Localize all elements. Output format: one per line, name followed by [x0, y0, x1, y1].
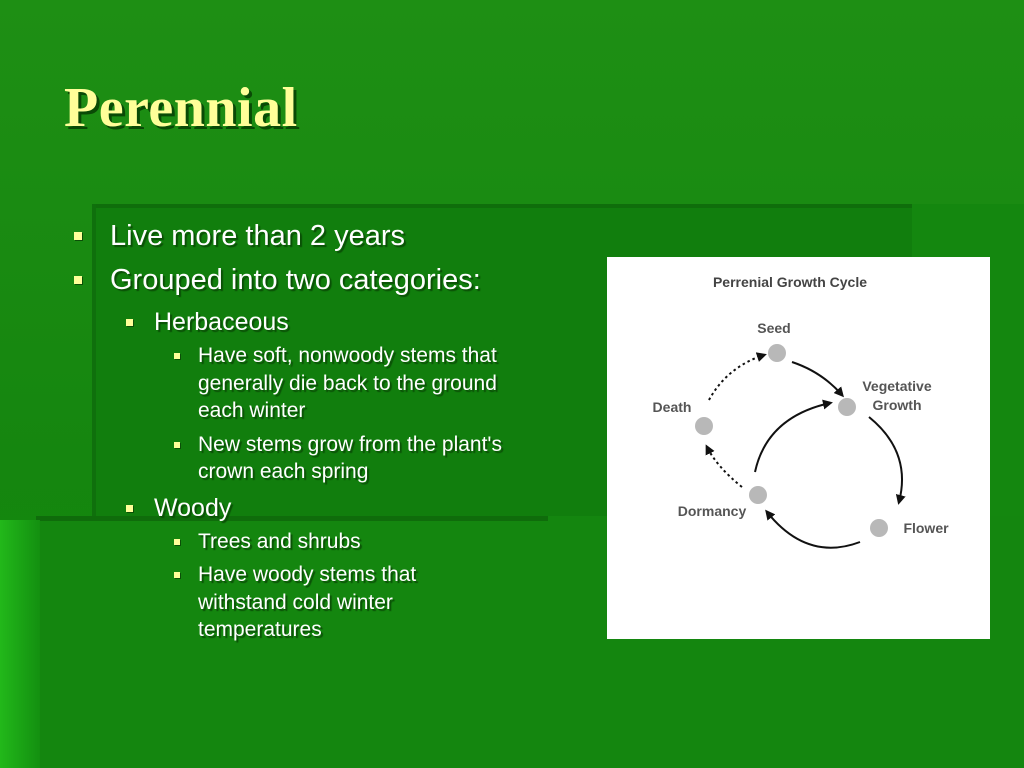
- square-bullet-icon: [74, 276, 82, 284]
- bullet-text: Grouped into two categories:: [110, 264, 481, 296]
- background-panel-edge: [36, 516, 548, 521]
- bullet-text: Have woody stems that withstand cold win…: [198, 563, 417, 641]
- background-panel-edge: [92, 204, 96, 768]
- arrow-dormancy-to-growth: [754, 399, 833, 473]
- bullet-text: Have soft, nonwoody stems that generally…: [198, 344, 497, 422]
- sub-sub-bullet-item: Trees and shrubs: [70, 528, 590, 556]
- sub-sub-bullet-item: Have soft, nonwoody stems that generally…: [70, 342, 590, 425]
- death-label: Death: [653, 399, 692, 415]
- bullet-text: Woody: [154, 493, 232, 522]
- vegetative-growth-node: [838, 398, 856, 416]
- square-bullet-icon: [174, 572, 180, 578]
- dormancy-label: Dormancy: [678, 503, 747, 519]
- square-bullet-icon: [126, 504, 133, 512]
- bullet-text: New stems grow from the plant's crown ea…: [198, 432, 502, 484]
- bullet-text: Trees and shrubs: [198, 529, 361, 553]
- death-node: [695, 417, 713, 435]
- bullet-list: Live more than 2 years Grouped into two …: [70, 218, 590, 650]
- arrow-seed-to-growth: [791, 361, 844, 398]
- growth-cycle-svg: Perrenial Growth Cycle Seed Vegetative G…: [653, 274, 949, 549]
- sub-bullet-item: Herbaceous: [70, 306, 590, 338]
- square-bullet-icon: [174, 441, 180, 448]
- sub-sub-bullet-item: New stems grow from the plant's crown ea…: [70, 431, 590, 486]
- seed-node: [768, 344, 786, 362]
- sub-sub-bullet-item: Have woody stems that withstand cold win…: [70, 561, 590, 644]
- bullet-text: Live more than 2 years: [110, 220, 405, 252]
- growth-cycle-diagram: Perrenial Growth Cycle Seed Vegetative G…: [607, 257, 990, 639]
- arrow-flower-to-dormancy: [765, 509, 861, 549]
- seed-label: Seed: [757, 320, 790, 336]
- arrow-growth-to-flower: [868, 416, 906, 505]
- square-bullet-icon: [174, 353, 180, 359]
- arrow-death-to-seed: [708, 352, 767, 401]
- bullet-item: Live more than 2 years: [70, 218, 590, 254]
- background-glow: [0, 520, 40, 768]
- dormancy-node: [749, 486, 767, 504]
- flower-label: Flower: [903, 520, 949, 536]
- bullet-item: Grouped into two categories:: [70, 262, 590, 298]
- flower-node: [870, 519, 888, 537]
- diagram-title: Perrenial Growth Cycle: [713, 274, 867, 290]
- square-bullet-icon: [174, 538, 180, 545]
- square-bullet-icon: [74, 232, 82, 240]
- sub-bullet-item: Woody: [70, 492, 590, 524]
- vegetative-label: Vegetative: [862, 378, 931, 394]
- bullet-text: Herbaceous: [154, 308, 289, 336]
- square-bullet-icon: [126, 319, 133, 326]
- growth-label: Growth: [873, 397, 922, 413]
- slide-title: Perennial: [64, 77, 298, 139]
- arrow-dormancy-to-death: [705, 444, 743, 488]
- background-panel-edge: [96, 204, 912, 208]
